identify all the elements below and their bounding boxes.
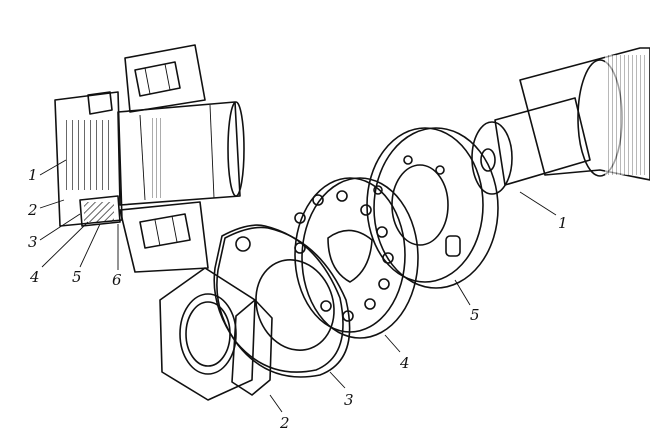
section-label-1: 1: [28, 166, 38, 184]
lower-roller-bearing: [139, 213, 191, 249]
section-label-3: 3: [28, 233, 38, 251]
leader-part-1: [519, 191, 557, 216]
shaft-section: [117, 101, 245, 206]
section-label-2: 2: [27, 201, 38, 219]
part-2-hex-nut: [159, 267, 273, 401]
part-1-threaded-shaft: [471, 47, 650, 195]
left-thread: [62, 120, 112, 190]
leader-part-5: [454, 279, 471, 306]
exploded-label-5: 5: [470, 306, 480, 324]
section-label-6: 6: [112, 271, 122, 289]
upper-roller-bearing: [134, 61, 181, 97]
section-label-4: 4: [29, 268, 40, 286]
exploded-label-4: 4: [399, 354, 410, 372]
sectional-view: 1 2 3 4 5 6: [27, 44, 245, 289]
lower-housing: [119, 201, 209, 273]
exploded-label-1: 1: [558, 214, 568, 232]
leader-part-4: [384, 334, 401, 353]
exploded-label-3: 3: [344, 391, 354, 409]
section-label-5: 5: [72, 268, 82, 286]
part-5-ring: [366, 127, 499, 289]
section-leaders: [39, 159, 119, 270]
part-4-perforated-disc: [294, 177, 419, 339]
disc-holes: [294, 190, 394, 322]
upper-housing: [124, 44, 206, 113]
leader-part-3: [329, 371, 346, 389]
exploded-label-2: 2: [279, 414, 290, 432]
leader-part-2: [269, 394, 283, 413]
left-nut-section: [54, 91, 123, 227]
